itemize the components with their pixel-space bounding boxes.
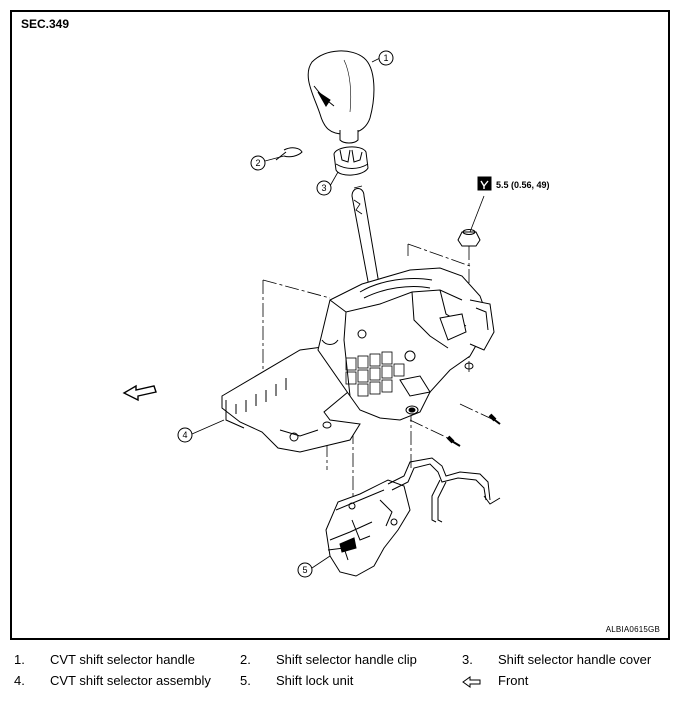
shift-handle-knob	[307, 50, 375, 144]
legend-label: CVT shift selector assembly	[50, 673, 211, 688]
legend-label: Shift selector handle clip	[276, 652, 417, 667]
legend-number: 4.	[14, 673, 25, 688]
shift-lever-rod	[351, 185, 381, 293]
front-arrow-icon	[462, 676, 481, 688]
callout-5: 5	[302, 565, 307, 575]
section-code: SEC.349	[21, 17, 70, 31]
legend-label: Shift selector handle cover	[498, 652, 652, 667]
legend-number: 2.	[240, 652, 251, 667]
callout-2: 2	[255, 158, 260, 168]
handle-cover	[333, 146, 369, 176]
handle-clip	[275, 147, 303, 161]
legend-number: 3.	[462, 652, 473, 667]
legend-row: 4. CVT shift selector assembly 5. Shift …	[0, 673, 685, 693]
front-label: Front	[498, 673, 529, 688]
legend-number: 1.	[14, 652, 25, 667]
selector-assembly	[221, 267, 495, 453]
legend-label: CVT shift selector handle	[50, 652, 195, 667]
torque-spec: 5.5 (0.56, 49)	[496, 180, 550, 190]
wire-harness	[387, 457, 501, 523]
legend-label: Shift lock unit	[276, 673, 354, 688]
torque-wrench-icon	[477, 176, 492, 191]
leader-lines	[191, 57, 485, 569]
legend-number: 5.	[240, 673, 251, 688]
callout-markers	[177, 50, 394, 578]
callout-3: 3	[321, 183, 326, 193]
legend-row: 1. CVT shift selector handle 2. Shift se…	[0, 652, 685, 672]
mounting-nut	[457, 229, 481, 247]
shift-lock-unit	[325, 479, 411, 577]
screws	[446, 413, 501, 447]
callout-4: 4	[182, 430, 187, 440]
callout-1: 1	[383, 53, 388, 63]
figure-id: ALBIA0615GB	[605, 625, 660, 634]
front-direction-arrow-icon	[122, 384, 157, 402]
